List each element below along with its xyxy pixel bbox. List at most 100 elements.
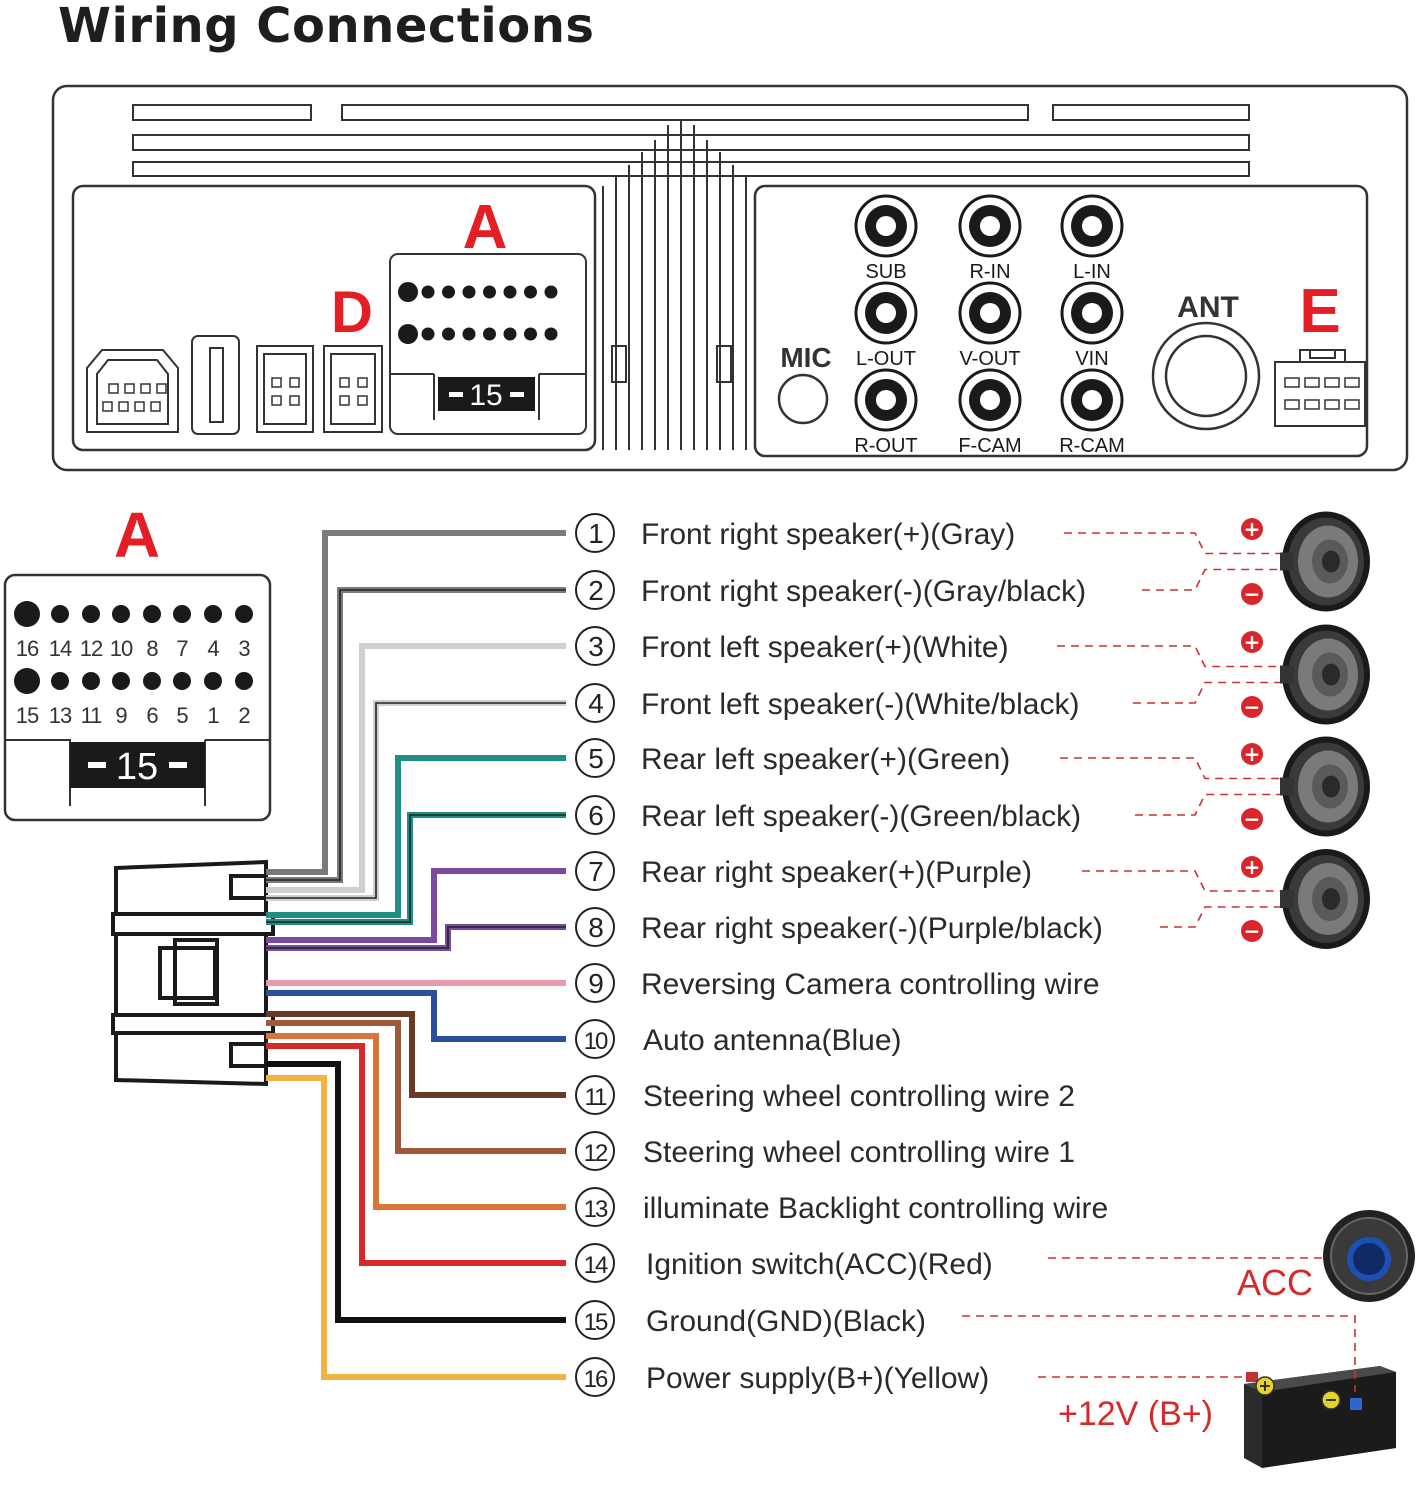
connector-a-pin	[235, 672, 253, 690]
rca-jack-vin: VIN	[1060, 281, 1124, 370]
wire-number-circle	[575, 1300, 615, 1340]
connector-a-pin-label: 10	[110, 636, 133, 661]
wire-number-circle	[575, 851, 615, 891]
rca-jack-label: L-IN	[1073, 261, 1111, 283]
wire-number: 8	[588, 912, 603, 943]
speaker-1: +−	[1064, 511, 1370, 612]
connector-a-pin	[51, 605, 69, 623]
wire-number: 10	[584, 1028, 608, 1055]
panel-pin	[544, 327, 558, 341]
wire-number: 9	[588, 968, 603, 999]
connector-a-pin	[82, 672, 100, 690]
wire-number: 5	[588, 743, 603, 774]
connector-a-pin-label: 7	[176, 636, 188, 661]
connector-a-pin-label: 6	[146, 703, 158, 728]
connector-e-pin	[1344, 377, 1360, 388]
rca-jack-label: R-IN	[969, 261, 1010, 283]
plug-pin-hole	[271, 377, 282, 388]
panel-vent-bars	[132, 104, 1250, 177]
connector-a-pin	[51, 672, 69, 690]
wire-label: Power supply(B+)(Yellow)	[646, 1362, 989, 1395]
connector-a-pin-label: 15	[16, 703, 39, 728]
speaker-4: +−	[1082, 849, 1370, 949]
wire-number-circle	[575, 1075, 615, 1115]
svg-text:−: −	[1244, 695, 1261, 719]
panel-pin	[398, 324, 418, 344]
wire-number-circle	[575, 1187, 615, 1227]
wire-label: Reversing Camera controlling wire	[641, 968, 1100, 1001]
connector-a-pin	[204, 672, 222, 690]
wire-label: Ground(GND)(Black)	[646, 1305, 926, 1338]
rca-jack-label: V-OUT	[959, 348, 1020, 370]
ant-label: ANT	[1177, 291, 1239, 324]
wire-number: 1	[588, 518, 603, 549]
connector-a-pin	[112, 672, 130, 690]
panel-pin	[544, 285, 558, 299]
connector-e-pin	[1324, 399, 1340, 410]
rca-jack-r-cam: R-CAM	[1059, 368, 1125, 457]
wire-number: 11	[585, 1084, 608, 1111]
plug-pin-hole	[271, 395, 282, 406]
connector-a-pin-label: 5	[176, 703, 188, 728]
wire-number: 15	[584, 1309, 608, 1336]
plug-pin-hole	[289, 377, 300, 388]
connector-a-pin	[204, 605, 222, 623]
rca-jack-v-out: V-OUT	[958, 281, 1022, 370]
plug-pin-hole	[134, 401, 145, 412]
wire-number-circle	[575, 513, 615, 553]
connector-e-pin	[1284, 377, 1300, 388]
speaker-terminal-plus: +	[1241, 630, 1263, 654]
connector-a-pin-label: 3	[238, 636, 250, 661]
panel-connector-e	[1274, 349, 1366, 427]
svg-text:+: +	[1244, 517, 1261, 541]
connector-a-pin	[112, 605, 130, 623]
panel-pin	[462, 327, 476, 341]
wire-number: 2	[588, 575, 603, 606]
wire-label: Rear right speaker(-)(Purple/black)	[641, 912, 1103, 945]
connector-a-pin	[82, 605, 100, 623]
wire-number-circle	[575, 963, 615, 1003]
panel-pin	[524, 327, 537, 341]
wire-number: 7	[588, 856, 603, 887]
svg-text:−: −	[1244, 919, 1261, 943]
wire-number-circle	[575, 907, 615, 947]
connector-a-pin	[14, 601, 40, 627]
connector-a-pin	[173, 605, 191, 623]
rca-jack-l-out: L-OUT	[854, 281, 918, 370]
wire-number-circle	[575, 626, 615, 666]
panel-pin	[524, 285, 537, 299]
mic-port	[777, 373, 829, 425]
wire-number-circle	[575, 1357, 615, 1397]
wire-number-circle	[575, 738, 615, 778]
panel-pin	[442, 327, 455, 341]
panel-usb-port	[191, 335, 240, 435]
power-dashed-lines	[962, 1257, 1356, 1392]
rca-jack-label: SUB	[865, 261, 906, 283]
svg-text:−: −	[1244, 582, 1261, 606]
wire-label: Steering wheel controlling wire 1	[643, 1136, 1075, 1169]
svg-text:+: +	[1244, 742, 1261, 766]
connector-a-pin	[143, 605, 161, 623]
plug-pin-hole	[357, 395, 368, 406]
panel-pin	[462, 285, 476, 299]
connector-e-pin	[1304, 377, 1320, 388]
connector-a-number: 15	[116, 746, 158, 788]
connector-a-pin	[235, 605, 253, 623]
antenna-port	[1151, 321, 1261, 431]
panel-pin	[442, 285, 455, 299]
plug-pin-hole	[339, 395, 350, 406]
panel-pin	[421, 285, 435, 299]
rca-jack-label: R-OUT	[854, 435, 917, 457]
wire-label: Steering wheel controlling wire 2	[643, 1080, 1075, 1113]
wire-label: Front left speaker(-)(White/black)	[641, 688, 1079, 721]
connector-a-pin-label: 9	[115, 703, 127, 728]
connector-a-pin-label: 4	[207, 636, 219, 661]
connector-a-pin-label: 8	[146, 636, 158, 661]
